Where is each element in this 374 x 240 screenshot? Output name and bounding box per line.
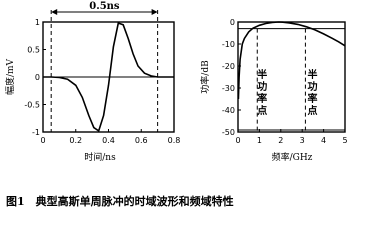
time-ticks: 0 0.2 0.4 0.6 0.8 1 0.5 0 -0.5 -1 <box>24 18 180 145</box>
time-ylabel: 幅度/mV <box>4 58 16 95</box>
half-power-label-char: 半 <box>257 68 267 81</box>
time-domain-chart: 0 0.2 0.4 0.6 0.8 1 0.5 0 -0.5 -1 0.5ns 时间/ns 幅度/… <box>4 1 180 163</box>
c0-ytick-label: 0 <box>35 73 40 82</box>
half-power-label-char: 率 <box>307 92 317 105</box>
figure-caption: 图1 典型高斯单周脉冲的时域波形和频域特性 <box>6 194 234 208</box>
half-power-label-char: 点 <box>257 104 267 117</box>
half-power-label-char: 率 <box>257 92 267 105</box>
c0-ytick-label: -1 <box>32 128 40 137</box>
half-power-label-char: 功 <box>307 80 317 93</box>
frequency-ticks: 0 1 2 3 4 5 0 -10 -20 -30 -40 -50 <box>222 18 348 145</box>
c1-ytick-label: -20 <box>222 62 235 71</box>
c0-xtick-label: 0.6 <box>135 136 148 145</box>
c1-xtick-label: 2 <box>278 136 283 145</box>
half-power-label-char: 点 <box>307 104 317 117</box>
c0-xtick-label: 0.8 <box>168 136 181 145</box>
span-arrow-left-head <box>51 9 58 15</box>
c1-xtick-label: 0 <box>235 136 240 145</box>
c1-ytick-label: -30 <box>222 84 235 93</box>
frequency-ylabel: 功率/dB <box>199 60 211 94</box>
c1-xtick-label: 1 <box>257 136 262 145</box>
half-power-label-char: 功 <box>257 80 267 93</box>
c0-xtick-label: 0.4 <box>102 136 115 145</box>
span-arrow-right-head <box>151 9 158 15</box>
power-spectrum-line <box>237 21 346 100</box>
c0-ytick-label: 0.5 <box>27 46 40 55</box>
frequency-plot-frame <box>237 21 346 133</box>
span-annotation-label: 0.5ns <box>89 1 120 12</box>
c1-xtick-label: 5 <box>342 136 347 145</box>
half-power-label-char: 半 <box>307 68 317 81</box>
frequency-xlabel: 频率/GHz <box>272 151 313 163</box>
c0-ytick-label: -0.5 <box>24 101 40 110</box>
c0-xtick-label: 0 <box>40 136 45 145</box>
c1-xtick-label: 3 <box>300 136 305 145</box>
c1-ytick-label: -40 <box>222 106 235 115</box>
time-annotation: 0.5ns <box>50 1 159 132</box>
c1-ytick-label: -10 <box>222 40 235 49</box>
c0-ytick-label: 1 <box>35 18 40 27</box>
c0-xtick-label: 0.2 <box>69 136 82 145</box>
time-xlabel: 时间/ns <box>84 151 116 163</box>
c1-xtick-label: 4 <box>321 136 326 145</box>
figure: 0 0.2 0.4 0.6 0.8 1 0.5 0 -0.5 -1 0.5ns 时间/ns 幅度/… <box>4 1 348 208</box>
c1-ytick-label: 0 <box>230 18 235 27</box>
c1-ytick-label: -50 <box>222 128 235 137</box>
time-waveform-line <box>43 22 174 133</box>
